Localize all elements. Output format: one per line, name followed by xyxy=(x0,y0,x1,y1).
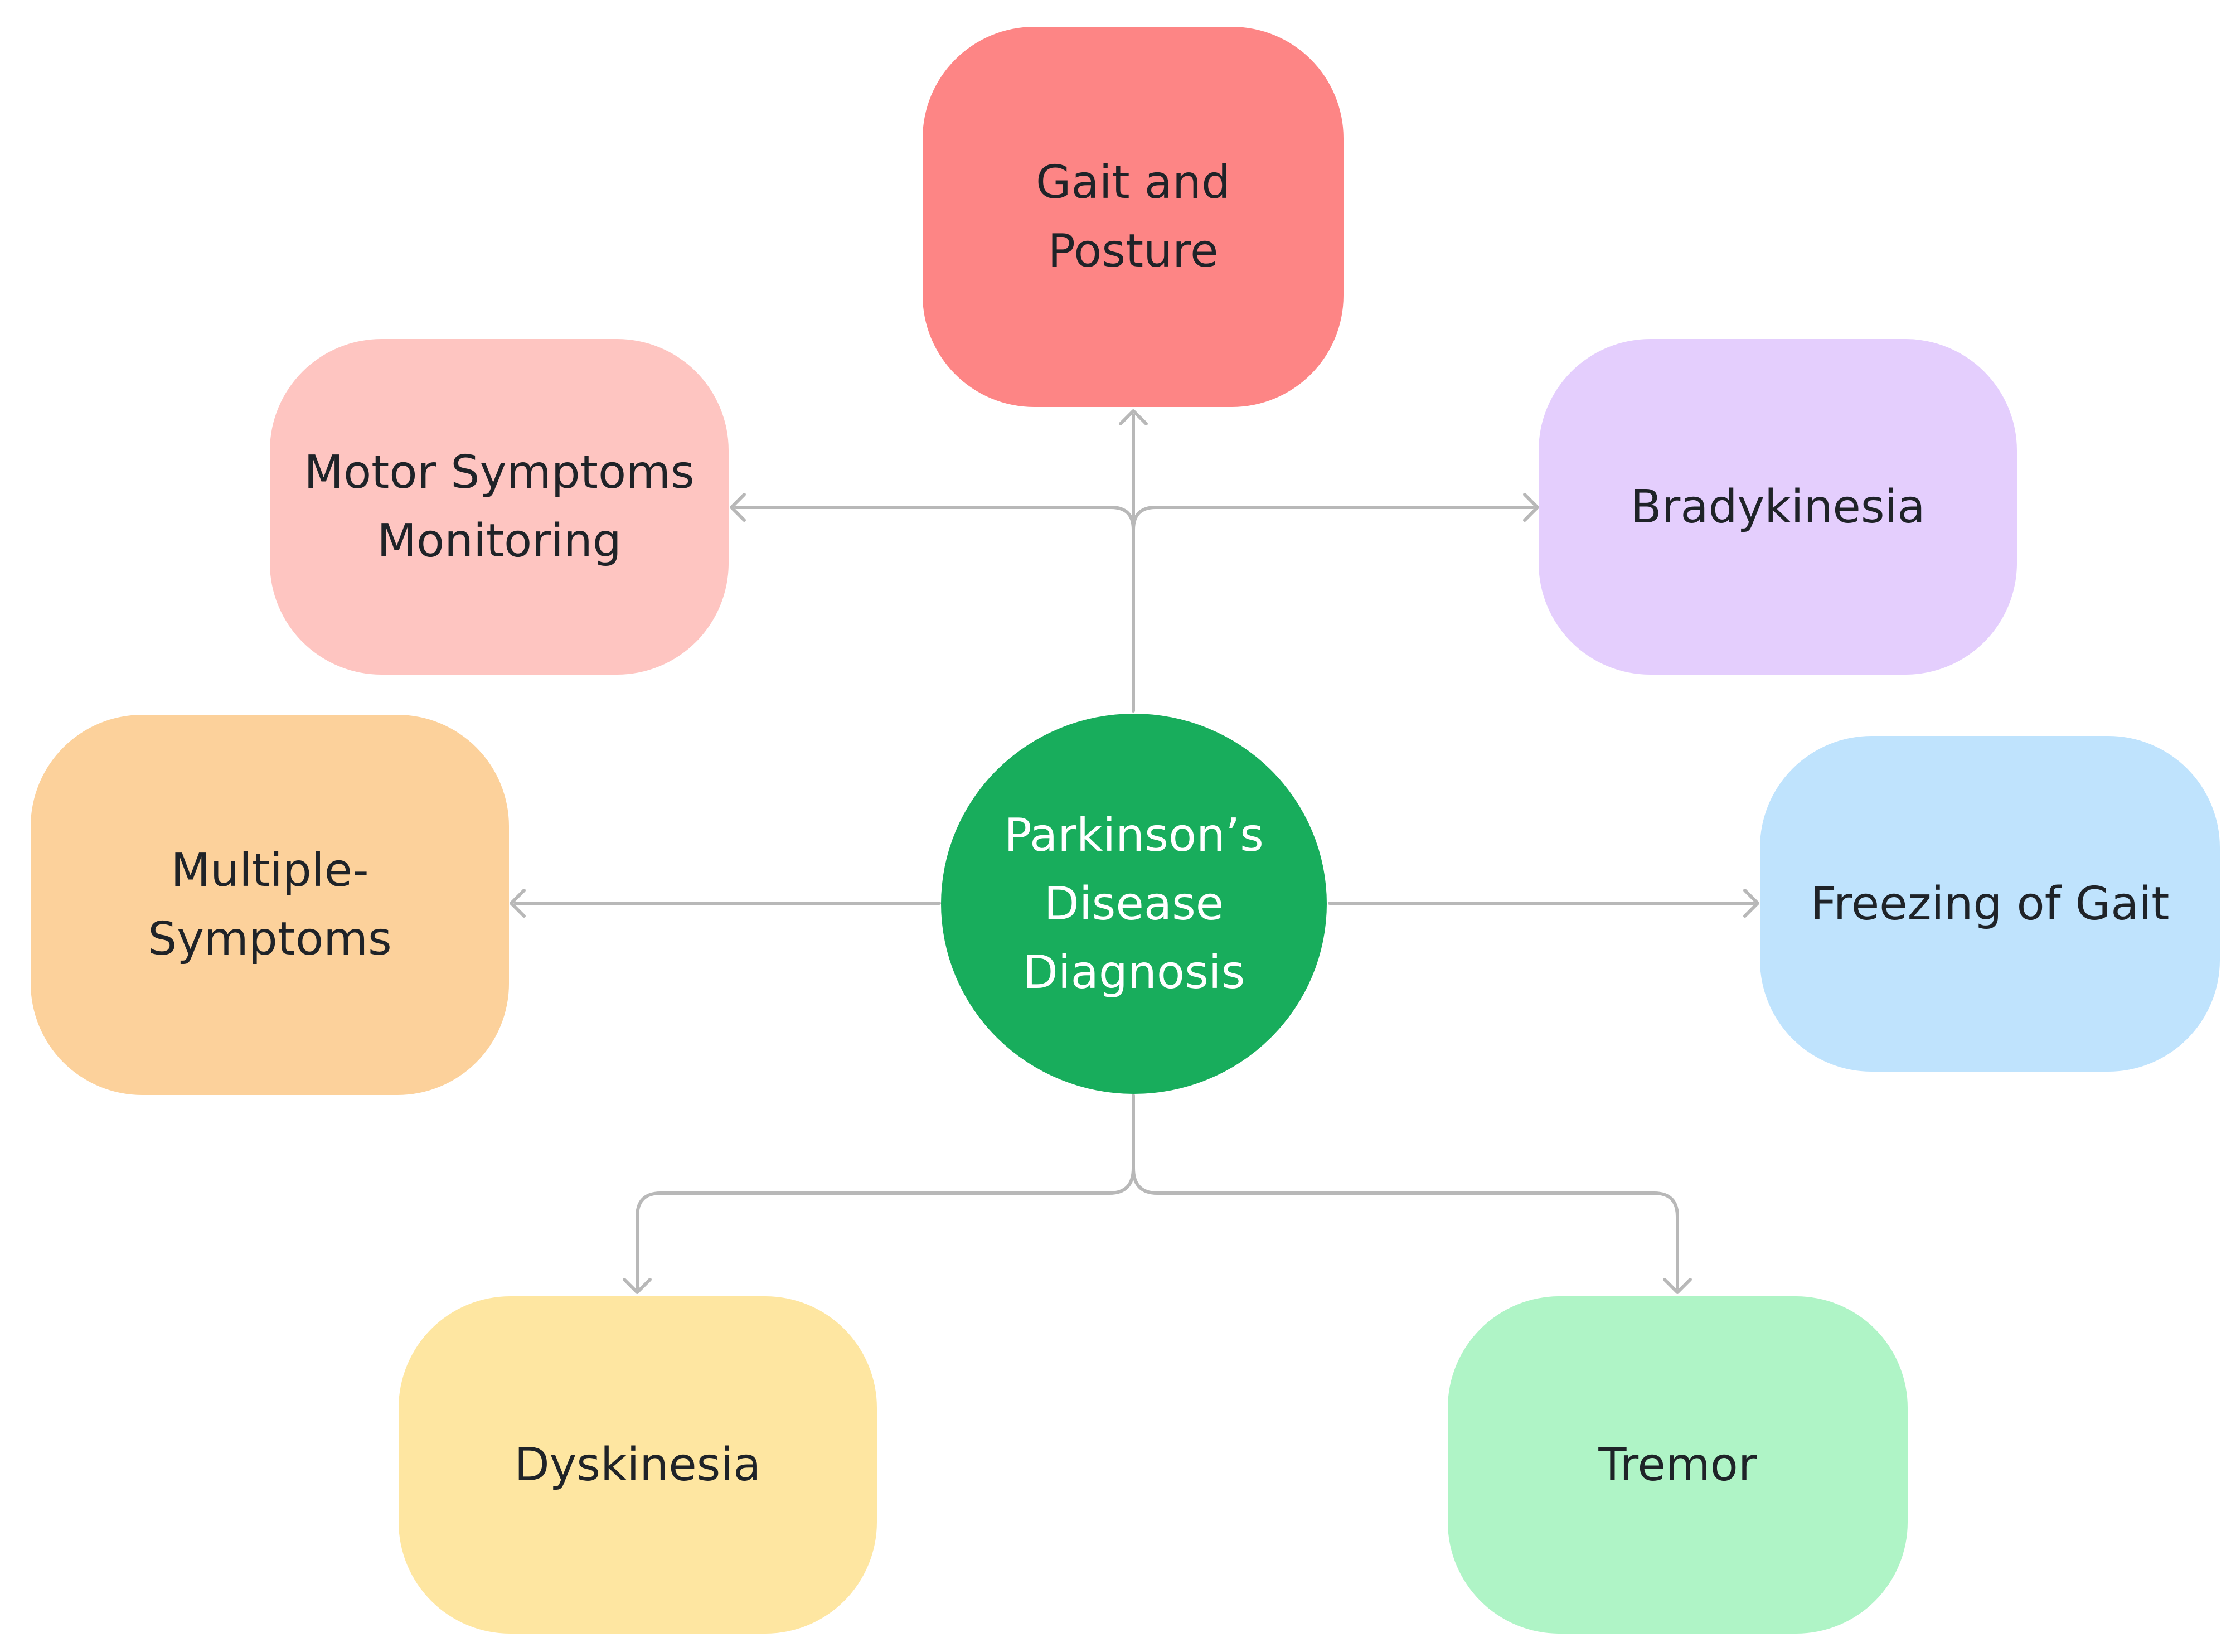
node-bradykinesia: Bradykinesia xyxy=(1539,339,2017,675)
arrowhead-freezing-of-gait xyxy=(1743,889,1759,918)
node-dyskinesia-label: Dyskinesia xyxy=(514,1438,762,1491)
arrowhead-motor-monitoring xyxy=(730,493,746,522)
center-node-parkinsons-diagnosis: Parkinson’s Disease Diagnosis xyxy=(941,714,1327,1094)
node-multiple-symptoms-label: Multiple- Symptoms xyxy=(148,844,392,966)
arrowhead-multiple-symptoms xyxy=(510,889,526,918)
connector-to-dyskinesia xyxy=(636,1166,1135,1290)
arrowhead-bradykinesia xyxy=(1523,493,1539,522)
node-bradykinesia-label: Bradykinesia xyxy=(1630,480,1926,534)
node-tremor-label: Tremor xyxy=(1598,1438,1757,1491)
connector-to-tremor xyxy=(1132,1166,1679,1290)
node-motor-symptoms-monitoring: Motor Symptoms Monitoring xyxy=(270,339,729,675)
center-node-label: Parkinson’s Disease Diagnosis xyxy=(1004,808,1264,999)
connector-to-bradykinesia xyxy=(1132,506,1535,531)
arrowhead-gait-posture xyxy=(1119,409,1148,425)
node-multiple-symptoms: Multiple- Symptoms xyxy=(31,715,509,1095)
arrowhead-tremor xyxy=(1663,1278,1692,1294)
node-gait-and-posture: Gait and Posture xyxy=(923,27,1344,407)
node-tremor: Tremor xyxy=(1448,1296,1908,1634)
node-freezing-of-gait-label: Freezing of Gait xyxy=(1810,877,2170,931)
node-motor-symptoms-monitoring-label: Motor Symptoms Monitoring xyxy=(304,446,695,568)
connector-to-motor-monitoring xyxy=(734,506,1135,531)
node-freezing-of-gait: Freezing of Gait xyxy=(1760,736,2220,1072)
node-dyskinesia: Dyskinesia xyxy=(399,1296,877,1634)
node-gait-and-posture-label: Gait and Posture xyxy=(1035,156,1231,278)
arrowhead-dyskinesia xyxy=(623,1278,652,1294)
